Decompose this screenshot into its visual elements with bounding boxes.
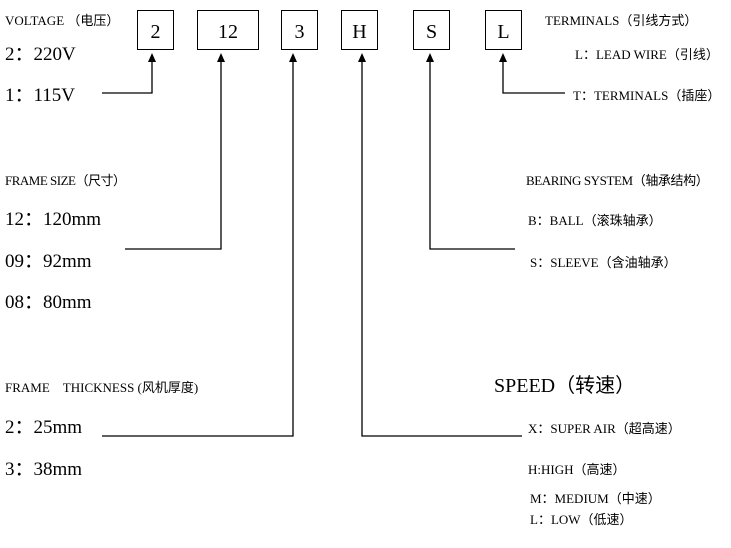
thickness-title: FRAME THICKNESS (风机厚度): [5, 380, 199, 395]
code-box-bearing: S: [413, 10, 450, 50]
speed-option: M：MEDIUM（中速）: [530, 491, 661, 506]
voltage-title: VOLTAGE （电压）: [5, 13, 120, 28]
speed-option: L：LOW（低速）: [530, 512, 633, 527]
arrow-icon: [148, 53, 156, 62]
code-box-terminals: L: [485, 10, 522, 50]
bearing-option: B：BALL（滚珠轴承）: [528, 213, 662, 228]
arrow-icon: [358, 53, 366, 62]
code-box-speed: H: [341, 10, 378, 50]
bearing-option: S：SLEEVE（含油轴承）: [530, 255, 677, 270]
code-box-voltage: 2: [137, 10, 174, 50]
thickness-option: 3：38mm: [5, 459, 83, 480]
terminals-title: TERMINALS（引线方式）: [545, 13, 698, 28]
bearing-title: BEARING SYSTEM（轴承结构）: [526, 173, 709, 188]
thickness-option: 2：25mm: [5, 417, 83, 438]
connector-voltage: [102, 56, 153, 94]
terminals-option: T：TERMINALS（插座）: [573, 88, 721, 103]
code-box-thickness: 3: [281, 10, 318, 50]
connector-terminals: [502, 56, 565, 94]
speed-title: SPEED（转速）: [494, 375, 636, 397]
speed-option: X：SUPER AIR（超高速）: [528, 421, 681, 436]
frame-size-option: 08：80mm: [5, 292, 92, 313]
connector-frame-size: [125, 56, 222, 250]
connector-thickness: [102, 56, 294, 437]
frame-size-option: 09：92mm: [5, 251, 92, 272]
speed-option: H:HIGH（高速）: [528, 462, 626, 477]
arrow-icon: [217, 53, 225, 62]
voltage-option: 2：220V: [5, 44, 76, 65]
connector-bearing: [429, 56, 515, 250]
terminals-option: L：LEAD WIRE（引线）: [575, 47, 719, 62]
frame-size-title: FRAME SIZE（尺寸）: [5, 173, 126, 188]
frame-size-option: 12：120mm: [5, 209, 102, 230]
arrow-icon: [499, 53, 507, 62]
voltage-option: 1：115V: [5, 85, 76, 106]
arrow-icon: [426, 53, 434, 62]
arrow-icon: [289, 53, 297, 62]
connector-speed: [361, 56, 522, 437]
code-box-frame-size: 12: [197, 10, 259, 50]
